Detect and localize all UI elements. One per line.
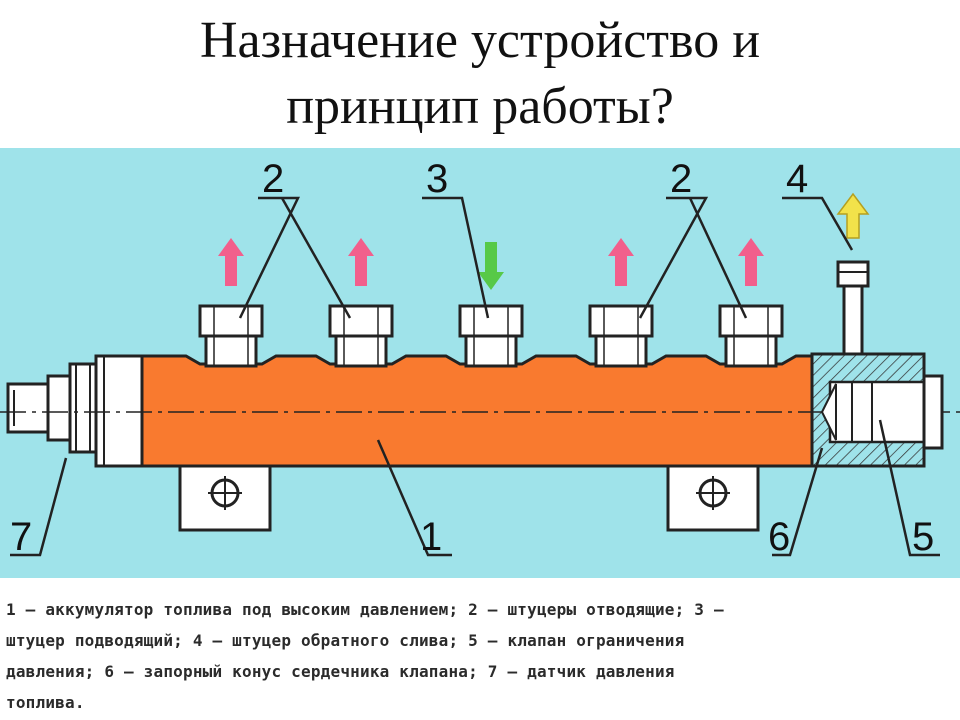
pressure-sensor [6, 354, 146, 468]
valve-core-cone [820, 383, 837, 441]
return-arrow-icon [836, 192, 870, 239]
fuel-rail-diagram: 2 3 2 4 1 7 6 5 [0, 148, 960, 720]
inlet-fitting [458, 242, 524, 368]
label-fittings-right: 2 [670, 157, 692, 201]
outlet-fitting-2 [328, 238, 394, 368]
mounting-bracket-left [178, 454, 272, 532]
caption-line-1: 1 – аккумулятор топлива под высоким давл… [6, 600, 724, 619]
mounting-hole-icon [696, 476, 730, 510]
pressure-limiting-valve [810, 352, 944, 468]
label-inlet: 3 [426, 157, 448, 201]
caption-line-4: топлива. [6, 693, 85, 712]
label-sensor: 7 [10, 515, 32, 559]
label-fittings-left: 2 [262, 157, 284, 201]
mounting-hole-icon [208, 476, 242, 510]
outlet-arrow-icon [348, 238, 374, 286]
leader-lines [10, 196, 940, 557]
title-line-1: Назначение устройство и [199, 12, 761, 69]
fuel-accumulator-rail [140, 354, 814, 468]
caption-line-3: давления; 6 – запорный конус сердечника … [6, 662, 675, 681]
caption-line-2: штуцер подводящий; 4 – штуцер обратного … [6, 631, 685, 650]
return-fitting [836, 192, 870, 356]
outlet-fitting-4 [718, 238, 784, 368]
label-accumulator: 1 [420, 515, 442, 559]
outlet-arrow-icon [218, 238, 244, 286]
outlet-fitting-1 [198, 238, 264, 368]
outlet-fitting-3 [588, 238, 654, 368]
outlet-arrow-icon [608, 238, 634, 286]
inlet-arrow-icon [478, 242, 504, 290]
title-line-2: принцип работы? [286, 78, 674, 135]
mounting-bracket-right [666, 454, 760, 532]
label-cone: 6 [768, 515, 790, 559]
slide-title: Назначение устройство и принцип работы? [0, 8, 960, 140]
diagram-caption: 1 – аккумулятор топлива под высоким давл… [6, 594, 950, 718]
label-return: 4 [786, 157, 808, 201]
label-valve: 5 [912, 515, 934, 559]
outlet-arrow-icon [738, 238, 764, 286]
